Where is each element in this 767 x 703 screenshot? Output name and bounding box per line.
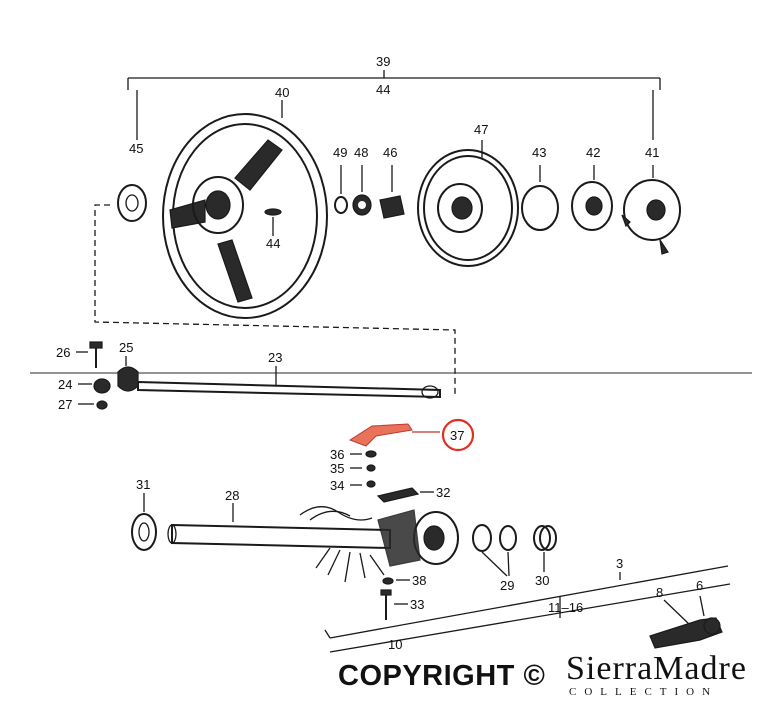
label-27: 27 <box>58 397 72 412</box>
label-26: 26 <box>56 345 70 360</box>
part-49-washer <box>334 165 348 214</box>
part-38-washer <box>382 577 410 585</box>
part-37-bracket-highlighted <box>348 418 475 452</box>
label-49: 49 <box>333 145 347 160</box>
label-29: 29 <box>500 578 514 593</box>
bracket-3 <box>324 565 731 653</box>
part-41-horn-button <box>621 165 681 255</box>
part-46-contact <box>379 165 405 219</box>
label-33: 33 <box>410 597 424 612</box>
label-40: 40 <box>275 85 289 100</box>
label-30: 30 <box>535 573 549 588</box>
part-8-6-linkage <box>649 595 723 649</box>
label-11-16: 11–16 <box>548 600 583 615</box>
label-25: 25 <box>119 340 133 355</box>
part-42-cap <box>571 165 613 231</box>
label-28: 28 <box>225 488 239 503</box>
parts-36-35-34 <box>350 450 377 488</box>
part-33-screw <box>380 589 408 620</box>
label-36: 36 <box>330 447 344 462</box>
label-37: 37 <box>450 428 464 443</box>
steering-wheel <box>162 100 328 319</box>
part-29-bushings <box>472 524 517 577</box>
part-27-nut <box>78 400 108 410</box>
part-48-nut <box>352 165 372 216</box>
label-44-mid: 44 <box>266 236 280 251</box>
label-48: 48 <box>354 145 368 160</box>
brand-subtitle: COLLECTION <box>569 686 719 698</box>
part-47-horn-ring <box>417 140 519 267</box>
label-46: 46 <box>383 145 397 160</box>
part-31-seal <box>131 493 157 551</box>
label-6: 6 <box>696 578 703 593</box>
label-31: 31 <box>136 477 150 492</box>
label-34: 34 <box>330 478 344 493</box>
part-23-column-tube <box>137 366 441 399</box>
label-39: 39 <box>376 54 390 69</box>
label-3: 3 <box>616 556 623 571</box>
part-25-clamp <box>117 356 139 392</box>
part-24-clip <box>78 378 111 394</box>
part-44-washer <box>264 208 282 216</box>
part-32-lever <box>376 487 434 503</box>
label-23: 23 <box>268 350 282 365</box>
label-47: 47 <box>474 122 488 137</box>
part-45-ring <box>117 184 147 222</box>
part-26-bolt <box>76 341 103 368</box>
label-32: 32 <box>436 485 450 500</box>
part-28-steering-column <box>167 503 459 583</box>
label-8: 8 <box>656 585 663 600</box>
label-44-top: 44 <box>376 82 390 97</box>
label-24: 24 <box>58 377 72 392</box>
dashed-guide-upper <box>94 204 456 394</box>
label-42: 42 <box>586 145 600 160</box>
label-43: 43 <box>532 145 546 160</box>
label-10: 10 <box>388 637 402 652</box>
part-30-spring <box>533 525 557 572</box>
brand-logo: SierraMadre <box>566 650 747 687</box>
label-41: 41 <box>645 145 659 160</box>
label-38: 38 <box>412 573 426 588</box>
label-35: 35 <box>330 461 344 476</box>
copyright-watermark: COPYRIGHT © <box>338 660 546 692</box>
label-45: 45 <box>129 141 143 156</box>
part-43-ring <box>521 165 559 231</box>
bracket-39-44 <box>127 70 661 140</box>
